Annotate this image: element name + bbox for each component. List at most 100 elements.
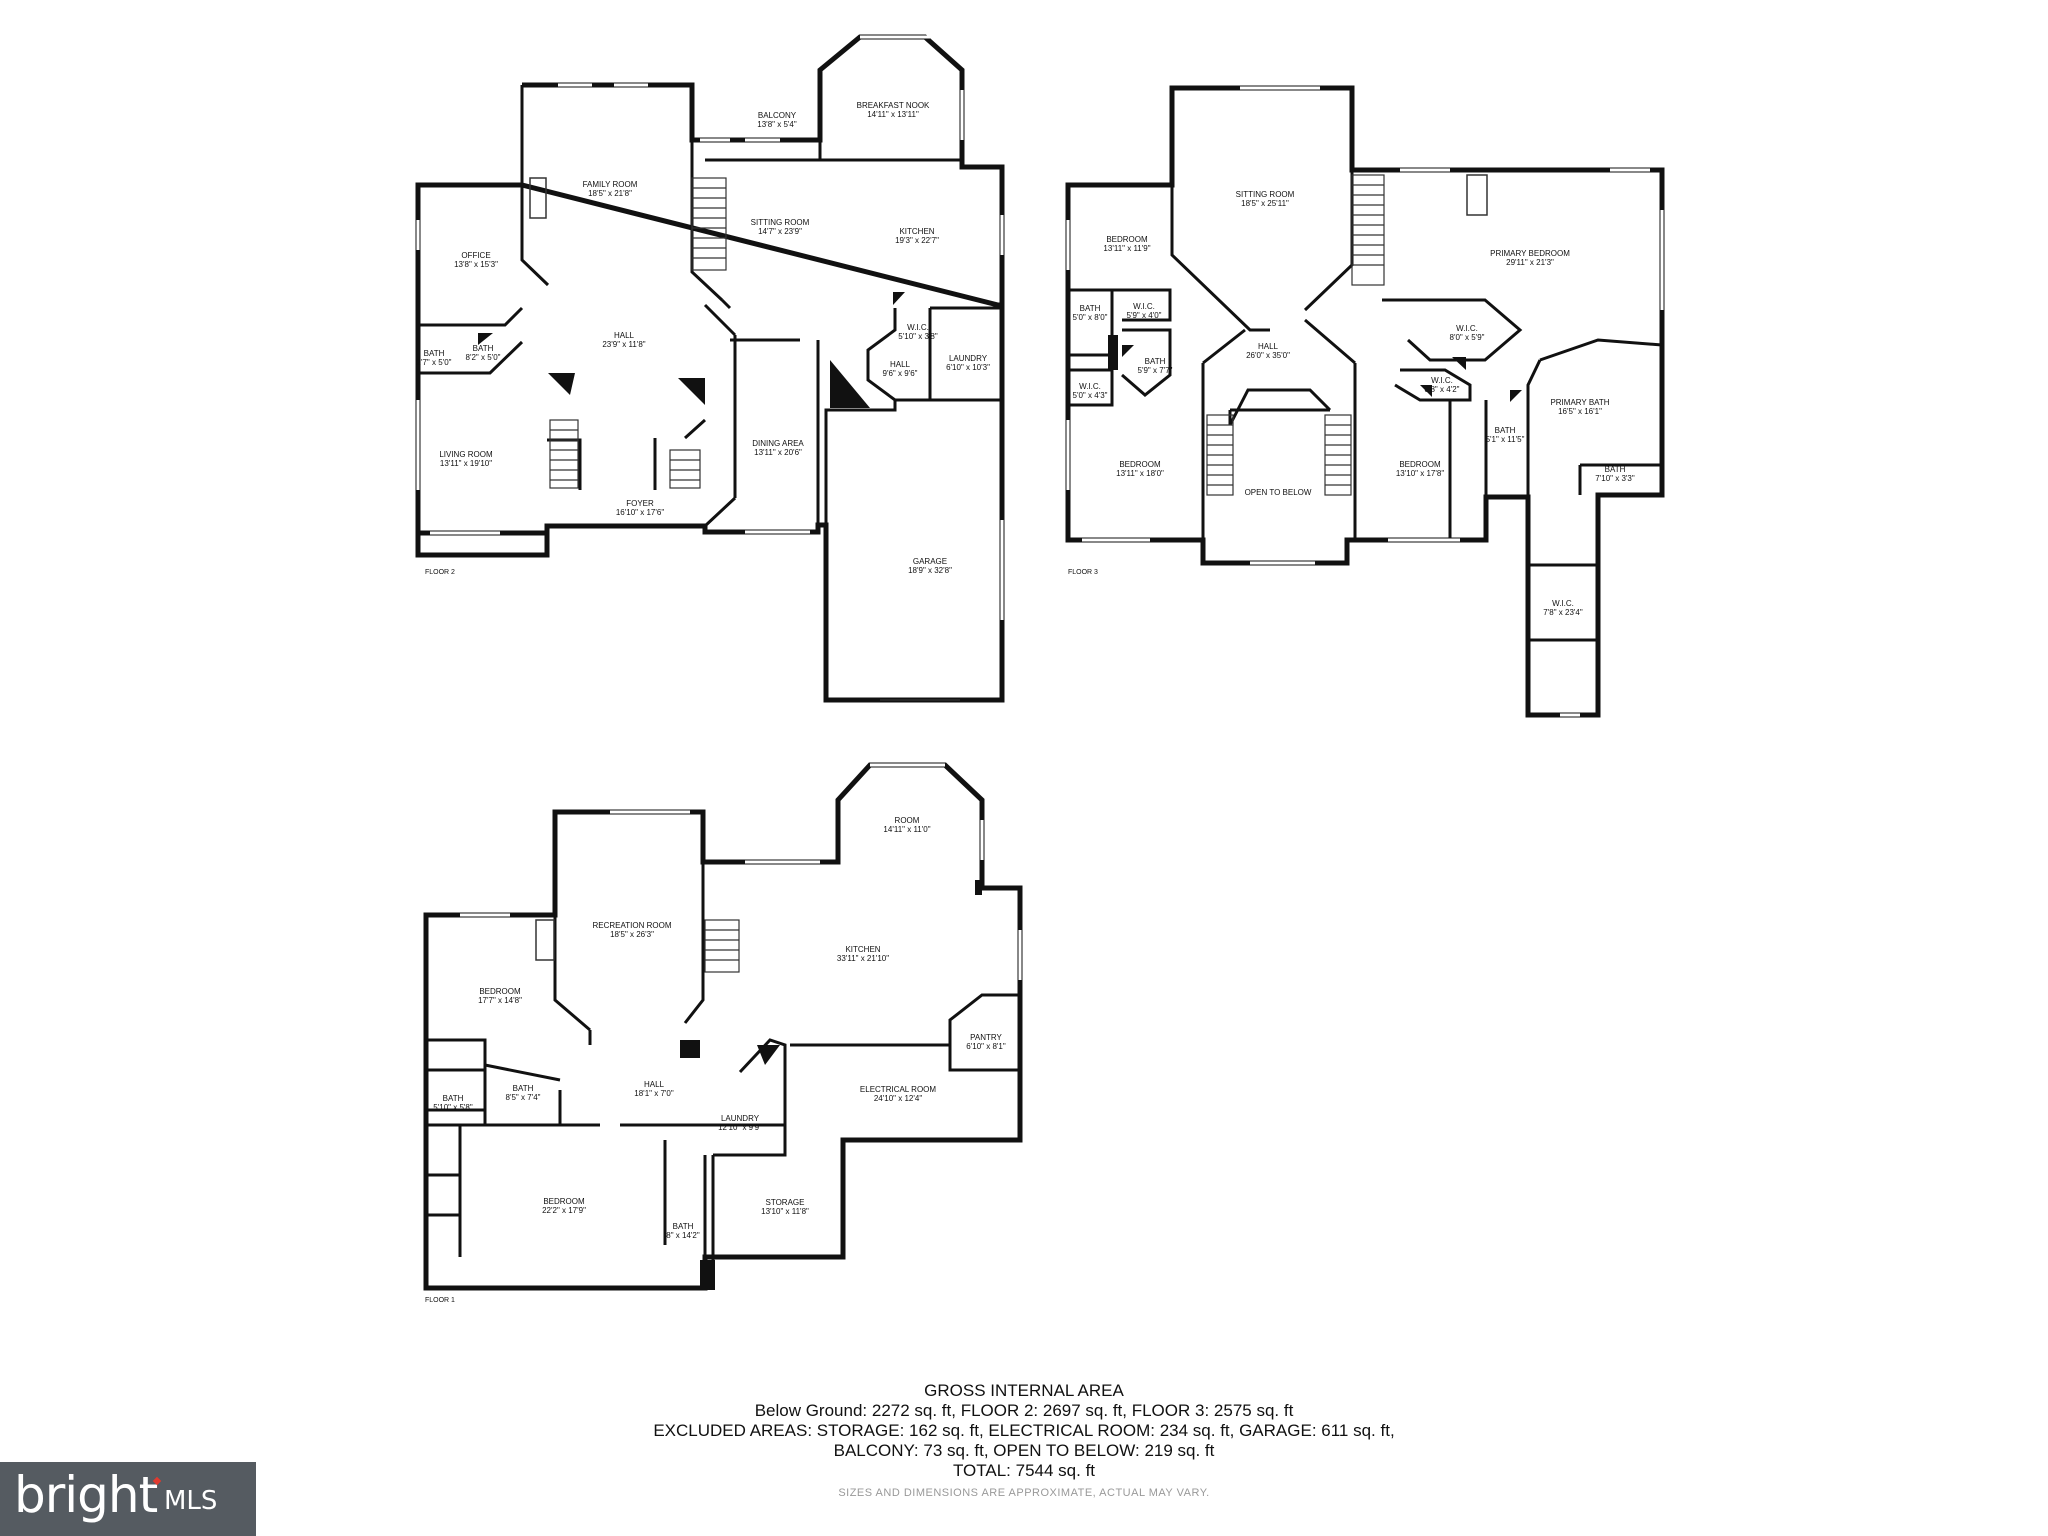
floor-2-stair-left-treads <box>550 429 578 481</box>
floor-3-room-bathD: BATH <box>1605 465 1626 474</box>
gia-line-4: TOTAL: 7544 sq. ft <box>952 1461 1096 1480</box>
floor-2-room-dining: DINING AREA <box>752 439 804 448</box>
floor-3-dim-bathA: 5'0" x 8'0" <box>1073 313 1108 322</box>
floor-3-column-e <box>1510 390 1522 402</box>
floor-1-stair-treads <box>705 929 739 961</box>
floor-2-dim-office: 13'8" x 15'3" <box>454 260 498 269</box>
logo-brand: bright <box>14 1466 158 1524</box>
floor-2-dim-kitchen: 19'3" x 22'7" <box>895 236 939 245</box>
floor-3-dim-primary: 29'11" x 21'3" <box>1506 258 1554 267</box>
floor-2-stair-left <box>549 419 579 489</box>
floor-3-dim-bedroomB: 13'11" x 18'0" <box>1116 469 1164 478</box>
floor-3-dim-wicA: 5'9" x 4'0" <box>1127 311 1162 320</box>
floor-1-room-bathA: BATH <box>513 1084 534 1093</box>
floor-3-column-a <box>1108 335 1118 370</box>
floor-3-stair-right-lower-treads <box>1325 424 1351 486</box>
floor-1-label: FLOOR 1 <box>425 1297 455 1304</box>
gia-disclaimer: SIZES AND DIMENSIONS ARE APPROXIMATE, AC… <box>838 1487 1210 1499</box>
floor-3-column-c <box>1452 357 1466 370</box>
floor-3-room-bedroomC: BEDROOM <box>1399 460 1441 469</box>
floor-1-room-pantry: PANTRY <box>970 1033 1002 1042</box>
floor-1-column-a <box>680 1040 700 1058</box>
floor-1-column-d <box>975 880 982 895</box>
floor-2-dim-breakfast: 14'11" x 13'11" <box>867 110 919 119</box>
floor-2-stair-treads <box>692 187 726 259</box>
floor-3-label: FLOOR 3 <box>1068 569 1098 576</box>
floor-2-room-foyer: FOYER <box>626 499 654 508</box>
floor-3-room-wicA: W.I.C. <box>1133 302 1155 311</box>
floor-2-dim-bath2: 2'7" x 5'0" <box>417 358 452 367</box>
floor-1-plan <box>423 762 1023 1291</box>
floor-2-dim-laundry: 6'10" x 10'3" <box>946 363 990 372</box>
floor-1-dim-kitchen: 33'11" x 21'10" <box>837 954 889 963</box>
floor-3-room-primary: PRIMARY BEDROOM <box>1490 249 1570 258</box>
floor-2-room-hall: HALL <box>614 331 635 340</box>
floor-2-room-laundry: LAUNDRY <box>949 354 988 363</box>
floor-2-column-b <box>678 378 705 405</box>
floor-2-room-office: OFFICE <box>461 251 490 260</box>
floor-3-dim-bedroomA: 13'11" x 11'9" <box>1103 244 1150 253</box>
floor-2-dim-bath1: 8'2" x 5'0" <box>466 353 501 362</box>
floor-1-dim-electrical: 24'10" x 12'4" <box>874 1094 922 1103</box>
floor-3-dim-bathB: 5'9" x 7'7" <box>1138 366 1173 375</box>
fireplace-icon <box>1466 174 1488 216</box>
floor-2-column-a <box>548 373 575 395</box>
floor-1-room-storage: STORAGE <box>766 1198 805 1207</box>
floor-2-room-sitting: SITTING ROOM <box>751 218 810 227</box>
floor-3-dim-hall: 26'0" x 35'0" <box>1246 351 1290 360</box>
floor-3-dim-wicE: 7'8" x 23'4" <box>1543 608 1583 617</box>
floor-1-room-hall: HALL <box>644 1080 665 1089</box>
floor-1-column-c <box>700 1260 715 1290</box>
floor-2-dim-hall2: 9'6" x 9'6" <box>883 369 918 378</box>
floor-1-room-recreation: RECREATION ROOM <box>593 921 672 930</box>
floor-3-room-hall: HALL <box>1258 342 1279 351</box>
floor-1-dim-bathB: 5'10" x 5'8" <box>433 1103 473 1112</box>
floor-3-dim-wicC: 5'0" x 4'3" <box>1073 391 1108 400</box>
floor-2-wic-column <box>893 292 905 305</box>
floor-1-room-electrical: ELECTRICAL ROOM <box>860 1085 936 1094</box>
floor-2-interior-walls <box>418 85 1002 555</box>
floor-1-column-b <box>757 1045 780 1065</box>
floor-3-dim-bedroomC: 13'10" x 17'8" <box>1396 469 1444 478</box>
floor-3-room-wicB: W.I.C. <box>1456 324 1478 333</box>
floor-2-dim-balcony: 13'8" x 5'4" <box>757 120 797 129</box>
floor-2-room-kitchen: KITCHEN <box>899 227 934 236</box>
floor-3-room-opentobelow: OPEN TO BELOW <box>1245 488 1312 497</box>
floor-3-room-bedroomA: BEDROOM <box>1106 235 1148 244</box>
floor-2-plan <box>415 34 1005 703</box>
floor-1-room-laundry: LAUNDRY <box>721 1114 760 1123</box>
gross-internal-area: GROSS INTERNAL AREA Below Ground: 2272 s… <box>0 1381 2048 1503</box>
logo-suffix: MLS <box>164 1486 218 1516</box>
fireplace-icon <box>535 919 555 961</box>
gia-line-1: Below Ground: 2272 sq. ft, FLOOR 2: 2697… <box>754 1401 1294 1420</box>
floor-1-dim-storage: 13'10" x 11'8" <box>761 1207 809 1216</box>
floor-3-dim-bathC: 5'1" x 11'5" <box>1486 435 1525 444</box>
floor-2-stair-upper <box>691 177 727 271</box>
floor-3-room-bathC: BATH <box>1495 426 1516 435</box>
floor-2-garage-step <box>830 360 870 408</box>
gia-line-3: BALCONY: 73 sq. ft, OPEN TO BELOW: 219 s… <box>833 1441 1215 1460</box>
floor-3-room-bathB: BATH <box>1145 357 1166 366</box>
floor-3-dim-primarybath: 16'5" x 16'1" <box>1558 407 1602 416</box>
floor-1-dim-hall: 18'1" x 7'0" <box>634 1089 674 1098</box>
floor-2-room-hall2: HALL <box>890 360 911 369</box>
bright-mls-logo: bright MLS <box>0 1462 256 1536</box>
gia-line-2: EXCLUDED AREAS: STORAGE: 162 sq. ft, ELE… <box>653 1421 1395 1440</box>
floor-2-room-bath1: BATH <box>473 344 494 353</box>
floor-1-dim-bathA: 8'5" x 7'4" <box>506 1093 541 1102</box>
floor-1-stair <box>704 919 740 973</box>
floor-2-windows <box>416 35 1004 620</box>
floor-3-column-d <box>1420 385 1432 397</box>
floor-1-dim-recreation: 18'5" x 26'3" <box>610 930 654 939</box>
floor-2-stair-right-treads <box>670 459 700 481</box>
fireplace-icon <box>529 177 547 219</box>
floor-3-room-primarybath: PRIMARY BATH <box>1550 398 1609 407</box>
floor-3-room-wicE: W.I.C. <box>1552 599 1574 608</box>
floor-3-plan <box>1065 85 1665 718</box>
floor-3-column-b <box>1122 345 1134 357</box>
floor-1-room-bathB: BATH <box>443 1094 464 1103</box>
floor-1-dim-bedroomA: 17'7" x 14'8" <box>478 996 522 1005</box>
floor-2-room-living: LIVING ROOM <box>439 450 493 459</box>
floor-3-stair-left-treads <box>1207 424 1233 486</box>
floor-3-room-sitting: SITTING ROOM <box>1236 190 1295 199</box>
